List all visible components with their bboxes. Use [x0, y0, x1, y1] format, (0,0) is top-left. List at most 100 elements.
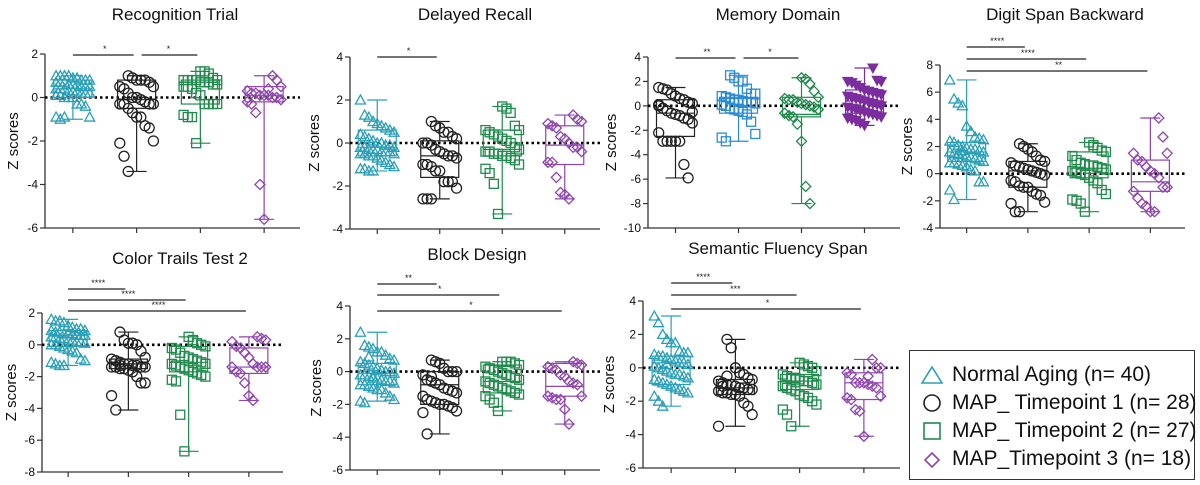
significance-label: *	[103, 44, 107, 54]
data-point	[513, 389, 525, 400]
data-point	[1161, 181, 1174, 194]
data-point	[781, 409, 793, 420]
data-point	[575, 115, 588, 128]
data-point	[135, 377, 147, 389]
data-point	[686, 106, 698, 118]
data-point	[212, 98, 223, 110]
data-point	[200, 371, 211, 382]
data-point	[1131, 192, 1144, 205]
significance-label: ****	[91, 278, 106, 288]
significance-label: *	[167, 44, 171, 54]
data-point	[862, 370, 874, 383]
data-point	[803, 99, 816, 112]
data-point	[254, 89, 266, 102]
data-point	[114, 362, 126, 375]
data-point	[674, 135, 686, 147]
box	[420, 140, 460, 179]
significance-label: *	[766, 298, 770, 308]
data-point	[795, 71, 808, 84]
data-point	[575, 390, 588, 403]
data-point	[799, 180, 812, 193]
data-point	[845, 368, 858, 381]
data-point	[875, 101, 888, 112]
y-tick-label: 0	[31, 91, 38, 105]
data-point	[421, 193, 433, 205]
data-point	[563, 192, 575, 205]
group-0	[648, 309, 695, 411]
data-point	[83, 80, 96, 92]
legend-label: MAP_Timepoint 3 (n= 18)	[952, 447, 1192, 470]
data-point	[853, 405, 866, 418]
significance-label: ****	[121, 289, 136, 299]
data-point	[249, 106, 262, 119]
diamond-icon	[923, 451, 941, 469]
data-point	[947, 92, 961, 104]
data-point	[434, 398, 446, 411]
data-point	[442, 365, 454, 378]
y-tick-label: -4	[27, 178, 38, 192]
box	[545, 362, 585, 397]
data-point	[513, 374, 525, 385]
data-point	[366, 164, 380, 176]
significance-label: **	[703, 47, 711, 57]
group-2	[480, 356, 525, 417]
data-point	[114, 359, 126, 372]
data-point	[122, 337, 135, 349]
group-3	[841, 63, 888, 132]
group-3	[226, 330, 272, 407]
data-point	[139, 377, 151, 389]
data-point	[387, 147, 401, 159]
data-point	[251, 361, 264, 373]
data-point	[492, 405, 504, 417]
data-point	[78, 354, 92, 366]
data-point	[977, 155, 990, 167]
data-point	[681, 358, 695, 370]
group-0	[943, 73, 990, 205]
data-point	[126, 91, 139, 104]
data-point	[513, 159, 525, 170]
data-point	[170, 376, 182, 387]
data-point	[575, 359, 588, 371]
chart-title: Block Design	[427, 245, 526, 264]
data-point	[791, 96, 804, 109]
data-point	[258, 213, 271, 226]
data-point	[853, 376, 866, 389]
data-point	[1039, 155, 1051, 168]
data-point	[857, 430, 870, 443]
data-point	[114, 137, 126, 149]
y-axis-label: Z scores	[3, 364, 20, 422]
y-tick-label: -4	[332, 222, 343, 236]
data-point	[656, 399, 669, 411]
legend-label: MAP_ Timepoint 2 (n= 27)	[952, 419, 1197, 442]
y-tick-label: 6	[926, 85, 933, 99]
group-3	[841, 353, 887, 443]
data-point	[648, 389, 661, 401]
data-point	[135, 361, 147, 373]
data-point	[429, 165, 442, 177]
data-point	[247, 394, 259, 407]
data-point	[362, 110, 375, 122]
data-point	[379, 386, 392, 398]
data-point	[686, 97, 698, 110]
data-point	[682, 172, 694, 184]
data-point	[803, 77, 816, 90]
data-point	[387, 140, 401, 152]
data-point	[811, 399, 822, 410]
data-point	[1013, 206, 1026, 218]
data-point	[648, 348, 661, 360]
data-point	[790, 372, 801, 383]
data-point	[379, 348, 392, 360]
data-point	[79, 99, 92, 111]
data-point	[1026, 146, 1038, 158]
data-point	[275, 93, 287, 106]
data-point	[669, 135, 682, 147]
significance-label: **	[1055, 60, 1063, 70]
data-point	[874, 390, 887, 403]
group-3	[241, 69, 287, 226]
data-point	[78, 336, 92, 348]
legend-item-map-timepoint-2: MAP_ Timepoint 2 (n= 27)	[920, 419, 1197, 443]
data-point	[1039, 169, 1051, 181]
data-point	[122, 165, 134, 178]
y-tick-label: 2	[336, 93, 343, 107]
data-point	[943, 73, 956, 85]
